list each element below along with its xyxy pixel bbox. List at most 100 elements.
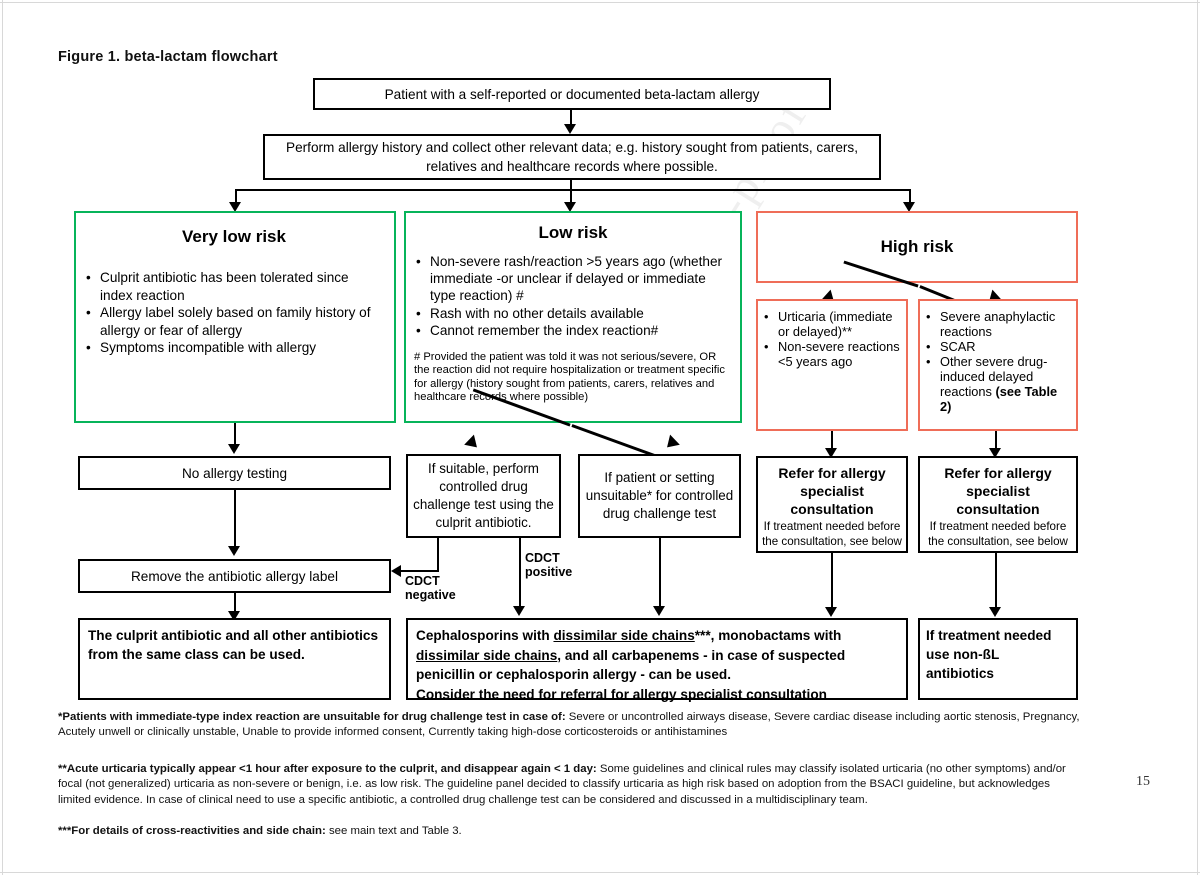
- label-cdct-negative-text: CDCT negative: [405, 574, 456, 602]
- arrowhead-outcome-mid-right: [825, 607, 837, 617]
- footnote-1: *Patients with immediate-type index reac…: [58, 710, 1080, 741]
- outcome-mid-l2-underline: dissimilar side chains: [416, 647, 558, 663]
- node-high-risk-right: Severe anaphylactic reactions SCAR Other…: [918, 299, 1078, 431]
- node-outcome-mid-line1: Cephalosporins with dissimilar side chai…: [416, 626, 898, 646]
- low-risk-note: # Provided the patient was told it was n…: [414, 351, 725, 404]
- node-outcome-right-text: If treatment needed use non-ßL antibioti…: [926, 628, 1052, 681]
- node-patient: Patient with a self-reported or document…: [313, 78, 831, 110]
- node-cdct-perform: If suitable, perform controlled drug cha…: [406, 454, 561, 538]
- label-cdct-positive-text: CDCT positive: [525, 551, 573, 579]
- page-frame-left: [2, 0, 3, 875]
- node-outcome-mid: Cephalosporins with dissimilar side chai…: [406, 618, 908, 702]
- node-history-text: Perform allergy history and collect othe…: [286, 140, 858, 174]
- refer-right-sub: If treatment needed before the consultat…: [928, 520, 1068, 548]
- outcome-mid-l1a: Cephalosporins with: [416, 628, 554, 643]
- arrowhead-cdct-right: [662, 434, 680, 453]
- edge-notest-to-remove: [234, 490, 237, 548]
- edge-referleft-to-outcome: [831, 553, 834, 611]
- arrowhead-outcome-right: [989, 607, 1001, 617]
- edge-branch-high: [909, 189, 912, 205]
- node-cdct-perform-text: If suitable, perform controlled drug cha…: [413, 461, 554, 530]
- very-low-risk-bullets: Culprit antibiotic has been tolerated si…: [84, 269, 384, 357]
- node-outcome-mid-line2: dissimilar side chains, and all carbapen…: [416, 646, 898, 666]
- outcome-mid-l1b: ***, monobactams with: [694, 628, 842, 643]
- edge-split-bus: [235, 189, 911, 192]
- arrowhead-history: [564, 124, 576, 134]
- list-item: Symptoms incompatible with allergy: [84, 339, 384, 357]
- list-item: Severe anaphylactic reactions: [924, 309, 1072, 339]
- edge-remove-to-outcome: [234, 593, 237, 615]
- footnote-1-rest: Severe or uncontrolled airways disease, …: [58, 711, 1080, 739]
- list-item: Cannot remember the index reaction#: [414, 322, 732, 339]
- edge-referright-to-outcome: [995, 553, 998, 611]
- footnote-2: **Acute urticaria typically appear <1 ho…: [58, 762, 1080, 808]
- edge-branch-verylow: [235, 189, 238, 205]
- outcome-mid-l1-underline: dissimilar side chains: [553, 628, 695, 643]
- page-frame-right: [1197, 0, 1198, 875]
- node-no-allergy-testing-text: No allergy testing: [181, 465, 288, 481]
- high-risk-left-bullets: Urticaria (immediate or delayed)** Non-s…: [762, 309, 902, 369]
- footnote-2-bold: **Acute urticaria typically appear <1 ho…: [58, 763, 597, 775]
- refer-left-sub: If treatment needed before the consultat…: [762, 520, 902, 548]
- refer-left-heading: Refer for allergy specialist consultatio…: [778, 465, 886, 517]
- list-item: Other severe drug-induced delayed reacti…: [924, 354, 1072, 414]
- arrowhead-remove: [228, 546, 240, 556]
- node-outcome-right: If treatment needed use non-ßL antibioti…: [918, 618, 1078, 700]
- node-cdct-unsuitable-text: If patient or setting unsuitable* for co…: [585, 470, 734, 521]
- node-outcome-left: The culprit antibiotic and all other ant…: [78, 618, 391, 700]
- arrowhead-cdct-negative: [391, 565, 401, 577]
- edge-history-stem: [570, 180, 573, 191]
- high-risk-right-bullet-3: Other severe drug-induced delayed reacti…: [940, 354, 1048, 399]
- node-low-risk: Low risk Non-severe rash/reaction >5 yea…: [404, 211, 742, 423]
- page-frame-top: [0, 2, 1200, 3]
- list-item: Rash with no other details available: [414, 305, 732, 322]
- edge-cdct-positive: [519, 538, 522, 610]
- arrowhead-cdct-left: [464, 434, 482, 453]
- edge-cdct-negative-down: [437, 538, 440, 572]
- node-very-low-risk: Very low risk Culprit antibiotic has bee…: [74, 211, 396, 423]
- node-no-allergy-testing: No allergy testing: [78, 456, 391, 490]
- edge-patient-to-history: [570, 110, 573, 128]
- list-item: Non-severe reactions <5 years ago: [762, 339, 902, 369]
- label-cdct-positive: CDCT positive: [525, 551, 595, 579]
- footnote-3: ***For details of cross-reactivities and…: [58, 824, 1080, 839]
- arrowhead-refer-right: [989, 448, 1001, 458]
- node-remove-label-text: Remove the antibiotic allergy label: [130, 568, 339, 584]
- outcome-mid-l2b: , and all carbapenems - in case of suspe…: [557, 647, 846, 663]
- footnote-1-bold: *Patients with immediate-type index reac…: [58, 711, 566, 723]
- list-item: Non-severe rash/reaction >5 years ago (w…: [414, 253, 732, 305]
- label-cdct-negative: CDCT negative: [405, 574, 475, 602]
- arrowhead-high: [903, 202, 915, 212]
- footnote-3-rest: see main text and Table 3.: [325, 825, 462, 837]
- node-refer-right: Refer for allergy specialist consultatio…: [918, 456, 1078, 553]
- footnote-2-rest: Some guidelines and clinical rules may c…: [58, 763, 1066, 806]
- high-risk-heading: High risk: [880, 237, 954, 256]
- edge-cdct-negative-across: [401, 570, 439, 573]
- list-item: Urticaria (immediate or delayed)**: [762, 309, 902, 339]
- edge-unsuitable-to-outcome: [659, 538, 662, 610]
- arrowhead-unsuitable-outcome: [653, 606, 665, 616]
- edge-branch-low: [570, 189, 573, 205]
- page-frame-bottom: [0, 872, 1200, 873]
- node-refer-left: Refer for allergy specialist consultatio…: [756, 456, 908, 553]
- edge-highright-to-refer: [995, 431, 998, 453]
- node-high-risk: High risk: [756, 211, 1078, 283]
- edge-verylow-to-notest: [234, 423, 237, 448]
- list-item: Allergy label solely based on family his…: [84, 304, 384, 339]
- node-history: Perform allergy history and collect othe…: [263, 134, 881, 180]
- very-low-risk-heading: Very low risk: [182, 227, 286, 246]
- arrowhead-notest: [228, 444, 240, 454]
- refer-right-heading: Refer for allergy specialist consultatio…: [944, 465, 1052, 517]
- node-outcome-mid-line4: Consider the need for referral for aller…: [416, 686, 827, 702]
- node-patient-text: Patient with a self-reported or document…: [384, 86, 760, 102]
- arrowhead-outcome-left: [228, 611, 240, 621]
- list-item: SCAR: [924, 339, 1072, 354]
- node-high-risk-left: Urticaria (immediate or delayed)** Non-s…: [756, 299, 908, 431]
- list-item: Culprit antibiotic has been tolerated si…: [84, 269, 384, 304]
- figure-title: Figure 1. beta-lactam flowchart: [58, 49, 278, 65]
- arrowhead-refer-left: [825, 448, 837, 458]
- arrowhead-verylow: [229, 202, 241, 212]
- node-cdct-unsuitable: If patient or setting unsuitable* for co…: [578, 454, 741, 538]
- node-remove-label: Remove the antibiotic allergy label: [78, 559, 391, 593]
